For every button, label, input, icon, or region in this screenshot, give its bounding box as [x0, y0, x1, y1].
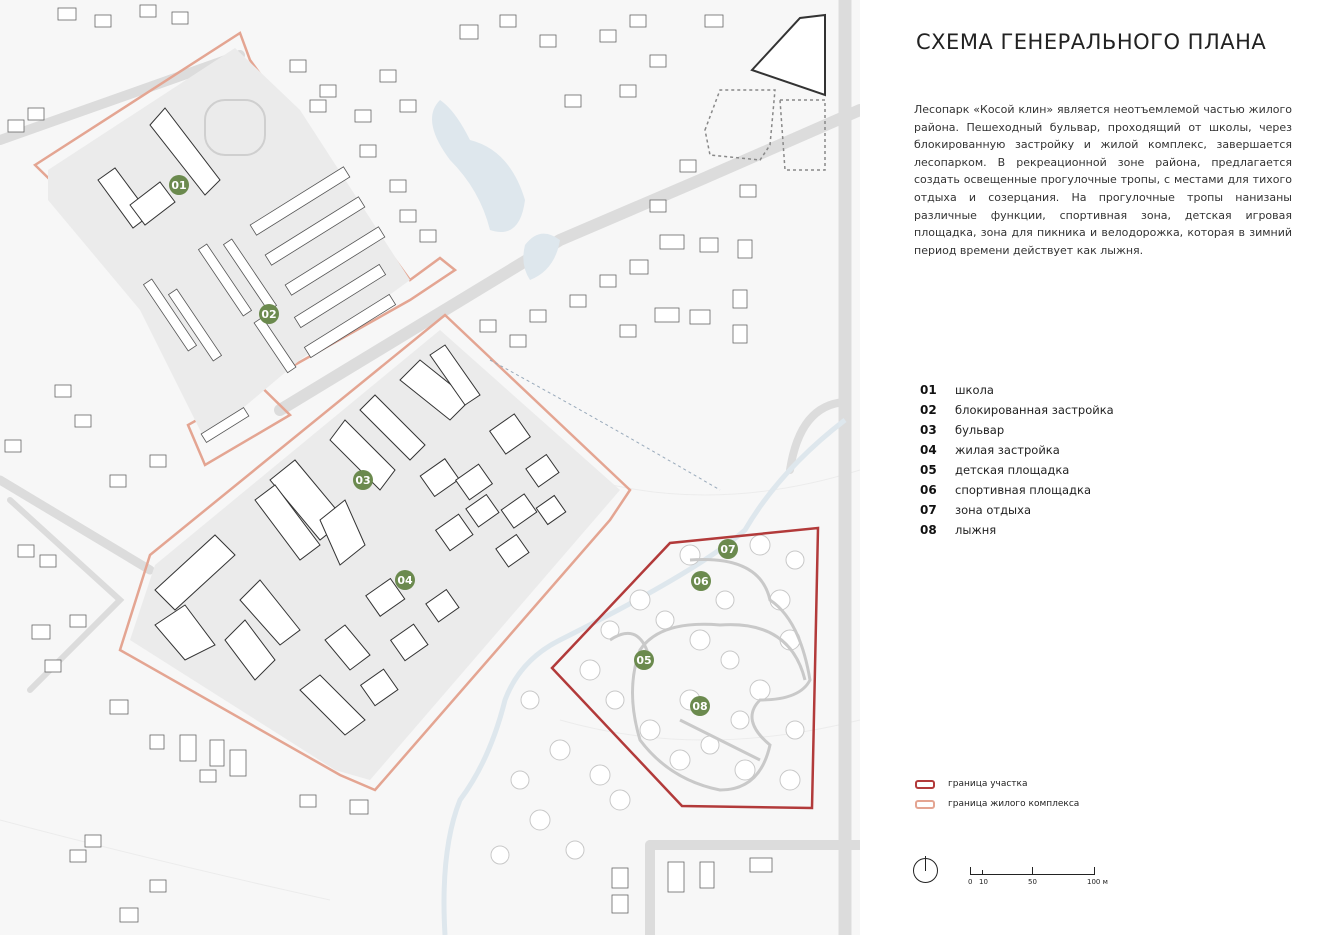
- scale-label: 50: [1028, 878, 1037, 886]
- legend-label: спортивная площадка: [955, 483, 1091, 497]
- legend: 01 школа 02 блокированная застройка 03 буль…: [920, 380, 1240, 540]
- info-panel: СХЕМА ГЕНЕРАЛЬНОГО ПЛАНА Лесопарк «Косой…: [860, 0, 1322, 935]
- marker-08-label: 08: [692, 700, 707, 713]
- residential-boundary-label: граница жилого комплекса: [948, 799, 1080, 809]
- townhouses: [142, 166, 397, 444]
- legend-item: 03 бульвар: [920, 420, 1240, 440]
- legend-item: 08 лыжня: [920, 520, 1240, 540]
- site-boundary: [550, 526, 820, 810]
- water: [432, 100, 560, 280]
- marker-03: 03: [353, 470, 373, 490]
- marker-06: 06: [691, 571, 711, 591]
- scale-tick: [1094, 867, 1096, 875]
- marker-07: 07: [718, 539, 738, 559]
- legend-number: 02: [920, 403, 937, 417]
- scale-label: 0: [968, 878, 973, 886]
- marker-03-label: 03: [355, 474, 370, 487]
- river: [441, 418, 847, 935]
- legend-label: блокированная застройка: [955, 403, 1114, 417]
- master-plan-map: 01 02 03 04 05 06 07 08: [0, 0, 860, 935]
- marker-07-label: 07: [720, 543, 735, 556]
- residential-boundary-swatch: [915, 799, 935, 809]
- marker-05: 05: [634, 650, 654, 670]
- school-stadium: [204, 99, 266, 156]
- legend-number: 07: [920, 503, 937, 517]
- forest-trees: [490, 534, 805, 865]
- residential-boundary: [33, 31, 632, 792]
- site-boundary-swatch: [915, 779, 935, 789]
- roads: [0, 0, 860, 935]
- legend-item: 04 жилая застройка: [920, 440, 1240, 460]
- marker-01: 01: [169, 175, 189, 195]
- description-text: Лесопарк «Косой клин» является неотъемле…: [914, 103, 1292, 257]
- legend-number: 03: [920, 423, 937, 437]
- scale-tick: [970, 867, 972, 875]
- legend-label: лыжня: [955, 523, 997, 537]
- boundary-legend-residential: граница жилого комплекса: [915, 794, 1079, 814]
- scale-bar: 0 10 50 100 м: [965, 860, 1115, 890]
- legend-number: 06: [920, 483, 937, 497]
- legend-label: детская площадка: [955, 463, 1070, 477]
- scale-label: 100 м: [1087, 878, 1108, 886]
- map-markers: 01 02 03 04 05 06 07 08: [169, 175, 738, 716]
- north-arrow-icon: [913, 856, 938, 883]
- village-houses: [4, 4, 773, 923]
- legend-number: 08: [920, 523, 937, 537]
- legend-item: 01 школа: [920, 380, 1240, 400]
- page-title: СХЕМА ГЕНЕРАЛЬНОГО ПЛАНА: [916, 30, 1267, 54]
- legend-number: 05: [920, 463, 937, 477]
- marker-01-label: 01: [171, 179, 186, 192]
- boundary-legend-site: граница участка: [915, 774, 1079, 794]
- legend-item: 06 спортивная площадка: [920, 480, 1240, 500]
- legend-label: жилая застройка: [955, 443, 1060, 457]
- legend-label: зона отдыха: [955, 503, 1031, 517]
- marker-08: 08: [690, 696, 710, 716]
- scale-bar-line: [970, 866, 1096, 875]
- site-boundary-label: граница участка: [948, 779, 1028, 789]
- marker-02: 02: [259, 304, 279, 324]
- legend-item: 07 зона отдыха: [920, 500, 1240, 520]
- residential-buildings: [97, 107, 567, 736]
- legend-item: 02 блокированная застройка: [920, 400, 1240, 420]
- boundary-legend: граница участка граница жилого комплекса: [915, 774, 1079, 814]
- marker-04-label: 04: [397, 574, 413, 587]
- legend-number: 04: [920, 443, 937, 457]
- scale-label: 10: [979, 878, 988, 886]
- scale-tick: [982, 870, 984, 875]
- legend-item: 05 детская площадка: [920, 460, 1240, 480]
- marker-05-label: 05: [636, 654, 651, 667]
- marker-04: 04: [395, 570, 415, 590]
- marker-06-label: 06: [693, 575, 709, 588]
- legend-label: бульвар: [955, 423, 1005, 437]
- legend-number: 01: [920, 383, 937, 397]
- scale-tick: [1032, 867, 1034, 875]
- legend-label: школа: [955, 383, 994, 397]
- marker-02-label: 02: [261, 308, 276, 321]
